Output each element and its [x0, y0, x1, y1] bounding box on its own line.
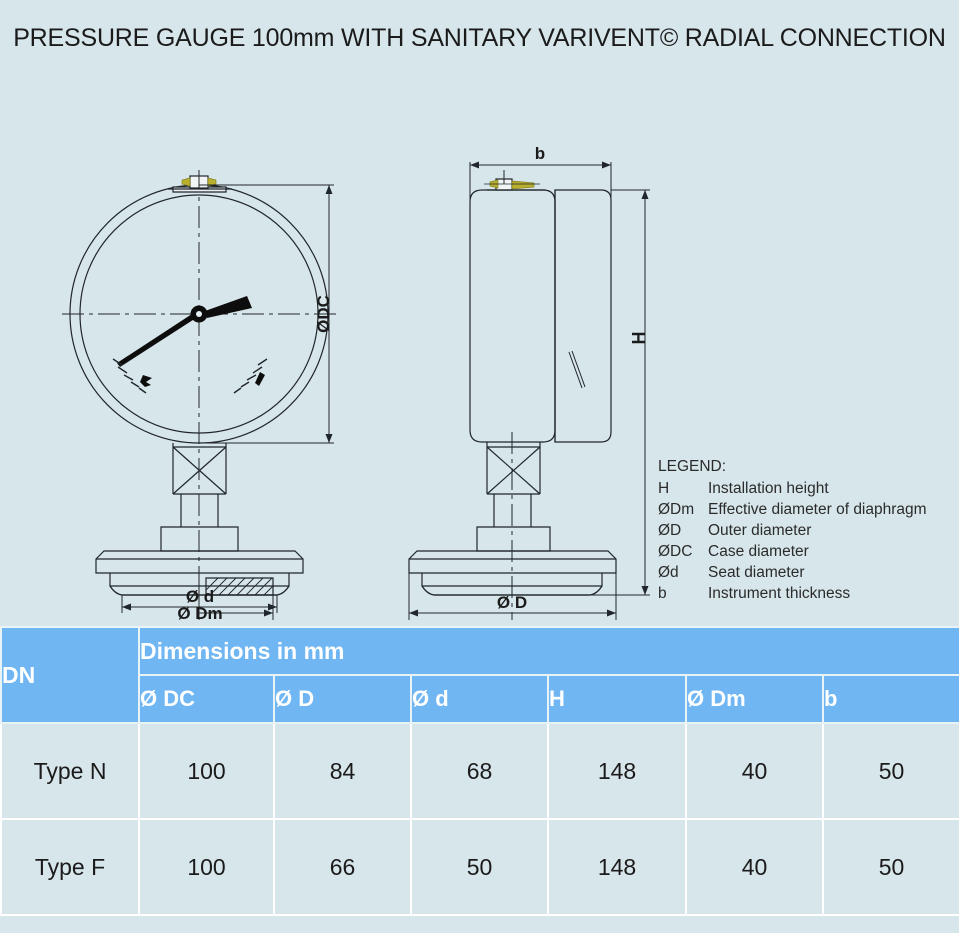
side-view-case-body [469, 189, 556, 443]
side-view-stem [486, 442, 541, 527]
dim-label-outer-diameter: Ø D [497, 593, 527, 612]
table-cell-value: 50 [821, 722, 959, 820]
legend-description: Installation height [708, 480, 829, 497]
gauge-needle [117, 296, 252, 367]
table-header-d-small: Ø d [410, 674, 549, 724]
dial-marker-left [140, 375, 152, 387]
dim-seat-diameter [121, 595, 278, 613]
table-header-row-columns: Ø DC Ø D Ø d H Ø Dm b [1, 674, 959, 724]
dial-marker-right [255, 372, 265, 386]
legend-symbol: ØDC [658, 543, 693, 560]
table-cell-value: 148 [547, 818, 687, 916]
dimensions-table: DN Dimensions in mm Ø DC Ø D Ø d H Ø Dm … [0, 626, 959, 916]
legend-item: ØDm Effective diameter of diaphragm [658, 499, 927, 520]
dial-ticks-right [233, 358, 268, 394]
page-title: PRESSURE GAUGE 100mm WITH SANITARY VARIV… [13, 24, 946, 52]
glass-reflection [568, 350, 586, 389]
legend-symbol: ØD [658, 522, 682, 539]
table-cell-value: 50 [410, 818, 549, 916]
front-view-gauge: ØDC Ø Dm Ø d [62, 170, 340, 620]
table-cell-value: 66 [273, 818, 412, 916]
legend-description: Seat diameter [708, 564, 805, 581]
table-header-dc: Ø DC [138, 674, 275, 724]
legend-item: ØDC Case diameter [658, 541, 927, 562]
legend-heading: LEGEND: [658, 458, 727, 475]
dim-label-instrument-thickness: b [535, 144, 545, 163]
table-row: Type N 100 84 68 148 40 50 [0, 722, 959, 820]
side-view-gauge: b H Ø D [408, 144, 650, 620]
table-header-dm: Ø Dm [685, 674, 824, 724]
legend-description: Case diameter [708, 543, 809, 560]
needle-hub-center [196, 311, 202, 317]
table-cell-value: 40 [685, 818, 824, 916]
table-cell-value: 68 [410, 722, 549, 820]
technical-drawing: ØDC Ø Dm Ø d [62, 144, 650, 620]
table-cell-value: 148 [547, 722, 687, 820]
front-view-stem [172, 443, 227, 527]
legend: LEGEND: H Installation height ØDm Effect… [658, 456, 927, 604]
table-cell-value: 100 [138, 818, 275, 916]
dial-ticks-left [112, 358, 147, 394]
vent-fitting-side [484, 170, 546, 191]
dim-label-case-diameter: ØDC [314, 295, 333, 333]
table-header-dn: DN [0, 626, 140, 724]
dim-instrument-thickness [469, 161, 612, 202]
table-cell-value: 84 [273, 722, 412, 820]
legend-item: Ød Seat diameter [658, 562, 927, 583]
table-header-b: b [821, 674, 959, 724]
table-cell-value: 100 [138, 722, 275, 820]
side-view-flange [408, 550, 617, 596]
vent-fitting-front [168, 172, 232, 193]
legend-symbol: b [658, 585, 667, 602]
table-row: Type F 100 66 50 148 40 50 [0, 818, 959, 916]
legend-description: Effective diameter of diaphragm [708, 501, 927, 518]
table-cell-value: 40 [685, 722, 824, 820]
dim-label-effective-diameter: Ø Dm [177, 604, 222, 620]
table-cell-dn: Type F [0, 818, 140, 916]
legend-description: Instrument thickness [708, 585, 851, 602]
dim-installation-height [590, 189, 650, 596]
side-view-bezel-ring [554, 189, 612, 443]
table-header-dimensions-group: Dimensions in mm [137, 626, 959, 676]
dim-label-installation-height: H [629, 332, 649, 345]
dim-outer-diameter [408, 573, 617, 620]
table-cell-dn: Type N [0, 722, 140, 820]
dim-case-diameter [199, 184, 334, 444]
front-view-seat-hatch [205, 577, 274, 596]
table-header-h: H [547, 674, 687, 724]
table-header-row-group: DN Dimensions in mm [0, 626, 959, 724]
legend-description: Outer diameter [708, 522, 812, 539]
table-cell-value: 50 [821, 818, 959, 916]
legend-symbol: H [658, 480, 670, 497]
dim-effective-diameter [198, 582, 274, 620]
legend-symbol: Ød [658, 564, 679, 581]
side-view-shoulder [476, 526, 551, 552]
legend-item: ØD Outer diameter [658, 520, 927, 541]
legend-item: H Installation height [658, 478, 927, 499]
dim-label-seat-diameter: Ø d [186, 587, 214, 606]
table-header-d: Ø D [273, 674, 412, 724]
legend-symbol: ØDm [658, 501, 695, 518]
legend-item: b Instrument thickness [658, 583, 927, 604]
